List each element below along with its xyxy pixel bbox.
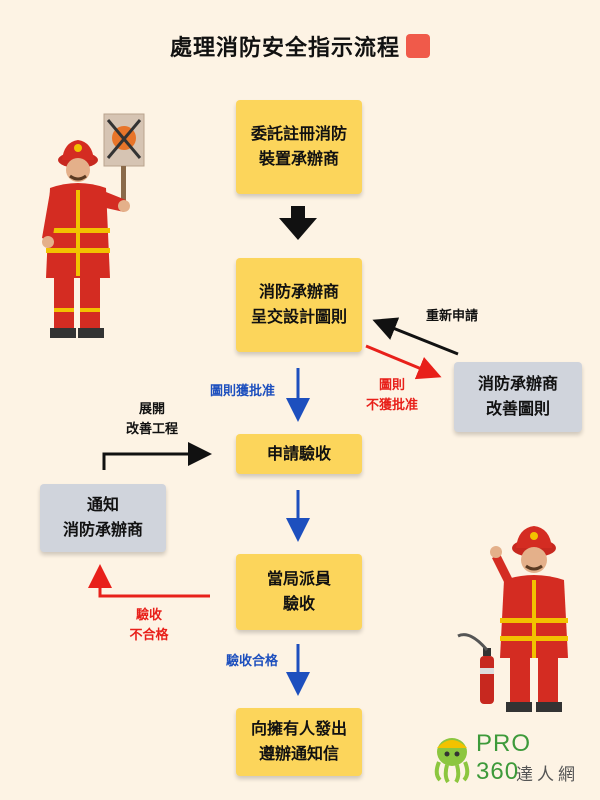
step-line: 驗收 [282, 594, 315, 613]
arrow-reapply [372, 317, 459, 356]
label-plan-approved: 圖則獲批准 [210, 384, 276, 399]
label-reapply: 重新申請 [426, 309, 479, 324]
step-line: 向擁有人發出 [250, 719, 347, 739]
label-inspection-passed: 驗收合格 [226, 654, 279, 669]
step-issue-notice: 向擁有人發出遵辦通知信 [236, 708, 362, 776]
side-revise-plans: 消防承辦商改善圖則 [454, 362, 582, 432]
side-line: 消防承辦商 [477, 374, 558, 394]
firefighter-with-extinguisher-illustration [457, 526, 568, 712]
page-title: 處理消防安全指示流程 [0, 30, 600, 62]
step-line: 呈交設計圖則 [250, 307, 347, 326]
megaphone-icon [406, 34, 430, 58]
arrow-start-works [102, 442, 212, 470]
step-line: 遵辦通知信 [258, 744, 339, 763]
step-apply-inspection: 申請驗收 [236, 434, 362, 474]
arrow-plan-rejected [365, 344, 442, 380]
arrow-inspection-failed [88, 564, 210, 598]
side-line: 消防承辦商 [62, 520, 143, 539]
side-line: 改善圖則 [485, 399, 550, 418]
firefighter-with-sign-illustration [42, 113, 145, 338]
side-line: 通知 [86, 495, 119, 515]
pro360-logo: PRO 360 達人網 [430, 728, 580, 788]
step-line: 消防承辦商 [258, 282, 339, 302]
step-line: 委託註冊消防 [250, 124, 347, 144]
side-notify-contractor: 通知消防承辦商 [40, 484, 166, 552]
step-inspection: 當局派員驗收 [236, 554, 362, 630]
step-line: 裝置承辦商 [258, 149, 339, 168]
step-submit-plans: 消防承辦商呈交設計圖則 [236, 258, 362, 352]
step-line: 申請驗收 [266, 443, 331, 463]
logo-brand: PRO 360 [476, 730, 532, 785]
label-inspection-failed: 驗收不合格 [118, 606, 180, 645]
label-line: 圖則 [378, 378, 405, 393]
title-text: 處理消防安全指示流程 [169, 36, 400, 61]
logo-sub: 達人網 [516, 765, 579, 785]
octopus-mascot-icon [434, 738, 470, 784]
big-down-arrow [279, 206, 317, 240]
label-line: 驗收 [135, 608, 162, 623]
label-line: 不合格 [129, 627, 169, 643]
label-line: 改善工程 [125, 421, 178, 437]
label-plan-rejected: 圖則不獲批准 [356, 376, 428, 415]
step-appoint-contractor: 委託註冊消防裝置承辦商 [236, 100, 362, 194]
label-line: 展開 [138, 402, 165, 417]
step-line: 當局派員 [266, 569, 331, 589]
label-start-works: 展開改善工程 [116, 400, 188, 439]
label-line: 不獲批准 [365, 397, 418, 413]
